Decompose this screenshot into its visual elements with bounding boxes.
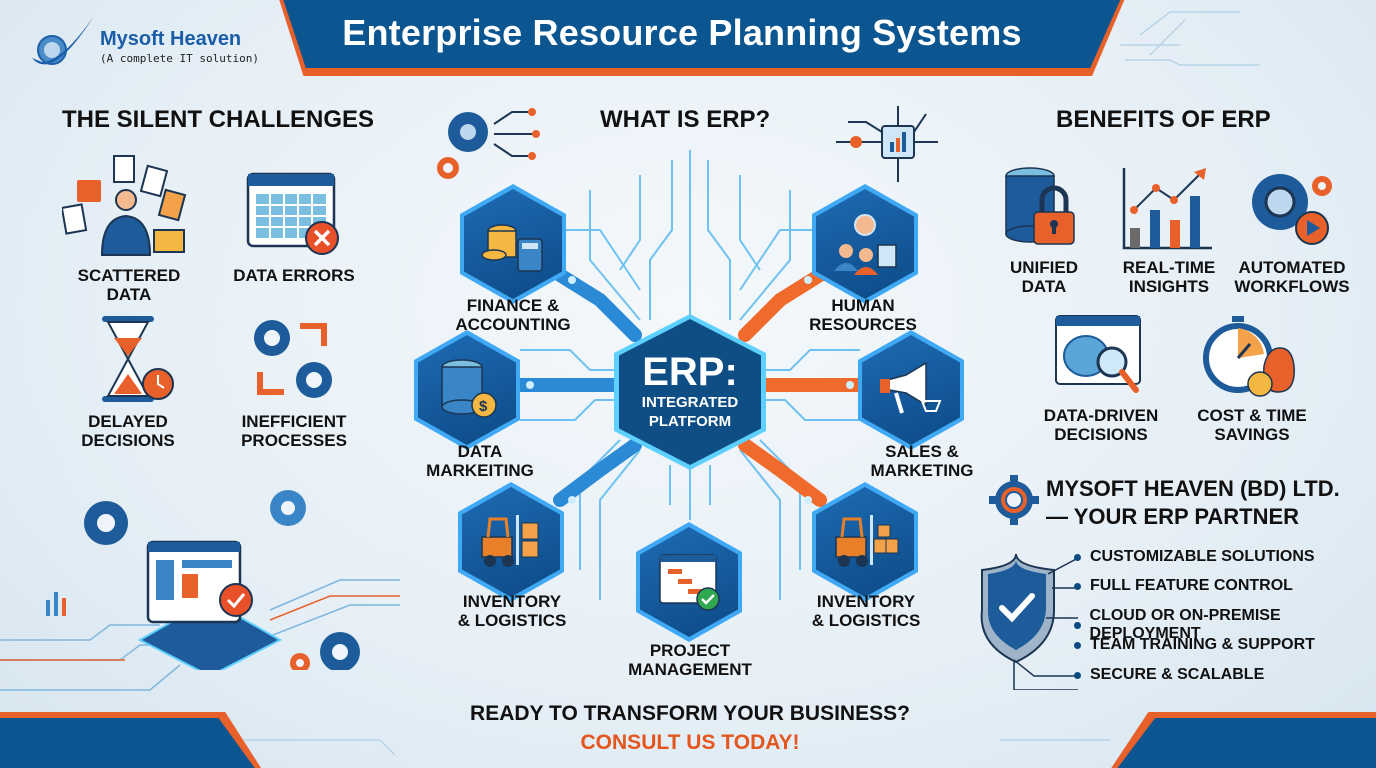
module-label-inventory-right: INVENTORY& LOGISTICS [811,592,921,630]
erp-heading: WHAT IS ERP? [600,106,771,133]
title-banner [282,0,1122,72]
people-network-icon [834,214,897,275]
shield-check-icon [980,553,1078,690]
platform-dashboard-illustration [46,490,360,670]
corner-decoration-left [0,718,262,768]
gear-icon [989,475,1039,525]
brain-magnifier-icon [1055,315,1141,393]
erp-core-hex[interactable] [619,319,761,465]
challenges-heading: THE SILENT CHALLENGES [62,106,375,133]
svg-text:$: $ [479,398,488,415]
gear-circuit-icon [437,108,540,179]
partner-feature: TEAM TRAINING & SUPPORT [1074,636,1315,654]
globe-swoosh-logo-icon [32,16,94,65]
bar-chart-trend-icon [1122,168,1212,250]
database-dollar-icon: $ [441,359,497,418]
challenge-label-inefficient-processes: INEFFICIENT PROCESSES [241,412,347,450]
megaphone-cart-icon [880,361,942,414]
bullet-dot-icon [1074,621,1081,629]
bullet-dot-icon [1074,671,1081,679]
spreadsheet-error-icon [246,172,339,255]
corner-decoration-right [1110,718,1376,768]
bullet-dot-icon [1074,641,1081,649]
challenge-label-delayed-decisions: DELAYED DECISIONS [81,412,175,450]
bullet-dot-icon [1074,553,1081,561]
gear-play-icon [1252,174,1332,245]
database-lock-icon [1005,167,1075,245]
hourglass-clock-icon [102,316,174,402]
partner-subtitle: — YOUR ERP PARTNER [1046,504,1300,529]
cta-question: READY TO TRANSFORM YOUR BUSINESS? [470,702,910,725]
partner-feature: SECURE & SCALABLE [1074,666,1264,684]
chip-chart-circuit-icon [836,106,938,182]
gears-arrows-icon [254,320,332,398]
erp-core-title: ERP: [642,350,738,394]
partner-feature: FULL FEATURE CONTROL [1074,577,1293,595]
page-title: Enterprise Resource Planning Systems [342,12,1022,53]
scattered-files-person-icon [62,155,187,256]
stopwatch-money-icon [1203,316,1295,397]
brand-name: Mysoft Heaven [100,28,242,50]
coins-calculator-icon [481,224,543,272]
module-label-inventory-left: INVENTORY& LOGISTICS [457,592,567,630]
forklift-boxes-icon [835,515,899,567]
challenge-label-scattered-data: SCATTERED DATA [77,266,181,304]
benefits-heading: BENEFITS OF ERP [1056,106,1271,133]
challenge-label-data-errors: DATA ERRORS [233,266,355,285]
forklift-boxes-icon [481,515,539,567]
module-label-sales: SALES &MARKETING [870,442,974,480]
gantt-check-icon [659,554,720,611]
bullet-dot-icon [1074,582,1081,590]
brand-tagline: (A complete IT solution) [100,52,259,65]
module-data-marketing[interactable]: $ [418,335,516,445]
erp-core-subtitle: INTEGRATED PLATFORM [641,394,739,430]
partner-title: MYSOFT HEAVEN (BD) LTD. [1046,476,1340,501]
cta-consult-link[interactable]: CONSULT US TODAY! [580,731,800,754]
partner-feature: CLOUD OR ON-PREMISE DEPLOYMENT [1074,607,1376,643]
partner-feature: CUSTOMIZABLE SOLUTIONS [1074,548,1315,566]
module-label-finance: FINANCE &ACCOUNTING [455,296,571,334]
